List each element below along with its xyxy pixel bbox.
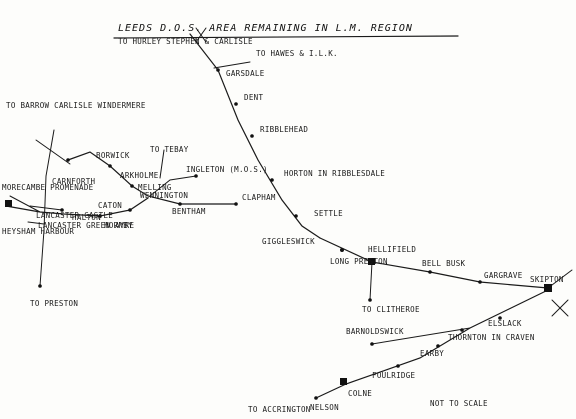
tebay-branch	[159, 149, 165, 179]
label-to-accrington: TO ACCRINGTON	[248, 405, 311, 414]
label-horton: HORTON IN RIBBLESDALE	[284, 169, 385, 178]
lancaster-dot	[60, 208, 64, 212]
preston-dot	[38, 284, 42, 288]
label-thornton: THORNTON IN CRAVEN	[448, 333, 535, 342]
settle-dot	[294, 214, 298, 218]
label-earby: EARBY	[420, 349, 444, 358]
label-elslack: ELSLACK	[488, 319, 522, 328]
label-to-tebay: TO TEBAY	[150, 145, 189, 154]
ingleton-branch	[149, 175, 197, 197]
label-morecambe: MORECAMBE PROMENADE	[2, 183, 94, 192]
settle-carlisle-line	[189, 33, 321, 239]
label-to-hawes: TO HAWES & I.L.K.	[256, 49, 338, 58]
gargrave-dot	[478, 280, 482, 284]
label-lancaster: LANCASTER GREEN AYRE	[38, 221, 134, 230]
clitheroe-dot	[368, 298, 372, 302]
label-long-preston: LONG PRESTON	[330, 257, 388, 266]
ribblehead-dot	[250, 134, 254, 138]
barnoldswick-dot	[370, 342, 374, 346]
colne-station	[340, 378, 347, 385]
label-clitheroe: TO CLITHEROE	[362, 305, 420, 314]
arkholme-dot	[130, 184, 134, 188]
label-hellifield: HELLIFIELD	[368, 245, 416, 254]
label-not-to-scale: NOT TO SCALE	[430, 399, 488, 408]
label-ingleton: INGLETON (M.O.S.)	[186, 165, 268, 174]
label-garsdale: GARSDALE	[226, 69, 265, 78]
hornby-dot	[128, 208, 132, 212]
clitheroe-branch	[369, 261, 373, 301]
barnoldswick-branch	[371, 327, 471, 345]
diagram-title: LEEDS D.O.S. AREA REMAINING IN L.M. REGI…	[118, 23, 413, 34]
carnforth-link	[35, 139, 71, 165]
skipton-colne-line	[315, 289, 549, 399]
label-to-barrow: TO BARROW CARLISLE WINDERMERE	[6, 101, 146, 110]
skipton-station	[544, 284, 552, 292]
long-preston-dot	[340, 248, 344, 252]
earby-dot	[436, 344, 440, 348]
skipton-cross-b	[551, 299, 569, 317]
label-borwick: BORWICK	[96, 151, 130, 160]
heysham-link	[9, 195, 41, 213]
label-hornby: HORNBY	[104, 221, 133, 230]
label-ribblehead: RIBBLEHEAD	[260, 125, 308, 134]
label-gargrave: GARGRAVE	[484, 271, 523, 280]
nelson-dot	[314, 396, 318, 400]
label-carnforth: CARNFORTH	[52, 177, 96, 186]
thornton-dot	[460, 328, 464, 332]
label-nelson: NELSON	[310, 403, 339, 412]
lancaster-line	[5, 197, 149, 217]
clapham-dot	[234, 202, 238, 206]
label-bell-busk: BELL BUSK	[422, 259, 466, 268]
halton-dot	[98, 214, 102, 218]
label-clapham: CLAPHAM	[242, 193, 276, 202]
horton-dot	[270, 178, 274, 182]
label-heysham: HEYSHAM HARBOUR	[2, 227, 74, 236]
label-giggleswick: GIGGLESWICK	[262, 237, 315, 246]
lancaster-link-a	[29, 205, 63, 211]
label-to-hurley: TO HURLEY STEPHEN & CARLISLE	[118, 37, 253, 46]
borwick-dot	[108, 164, 112, 168]
label-wennington: WENNINGTON	[140, 191, 188, 200]
hellifield-station	[368, 258, 375, 265]
ingleton-dot	[194, 174, 198, 178]
garsdale-dot	[216, 68, 220, 72]
label-halton: HALTON	[72, 213, 101, 222]
morecambe-station	[5, 200, 12, 207]
lancaster-link-b	[27, 221, 45, 225]
label-foulridge: FOULRIDGE	[372, 371, 416, 380]
label-arkholme: ARKHOLME	[120, 171, 159, 180]
dent-dot	[234, 102, 238, 106]
label-dent: DENT	[244, 93, 263, 102]
hawes-branch	[213, 61, 251, 69]
west-coast-main-line	[39, 129, 55, 287]
label-lancaster-castle: LANCASTER CASTLE	[36, 211, 113, 220]
label-to-preston: TO PRESTON	[30, 299, 78, 308]
foulridge-dot	[396, 364, 400, 368]
bell-busk-dot	[428, 270, 432, 274]
label-settle: SETTLE	[314, 209, 343, 218]
label-melling: MELLING	[138, 183, 172, 192]
carnforth-dot	[66, 158, 70, 162]
junction-cross-b	[195, 27, 207, 43]
label-bentham: BENTHAM	[172, 207, 206, 216]
label-barnoldswick: BARNOLDSWICK	[346, 327, 404, 336]
label-colne: COLNE	[348, 389, 372, 398]
title-underline	[113, 35, 459, 39]
label-skipton: SKIPTON	[530, 275, 564, 284]
label-caton: CATON	[98, 201, 122, 210]
bentham-dot	[178, 202, 182, 206]
elslack-dot	[498, 316, 502, 320]
